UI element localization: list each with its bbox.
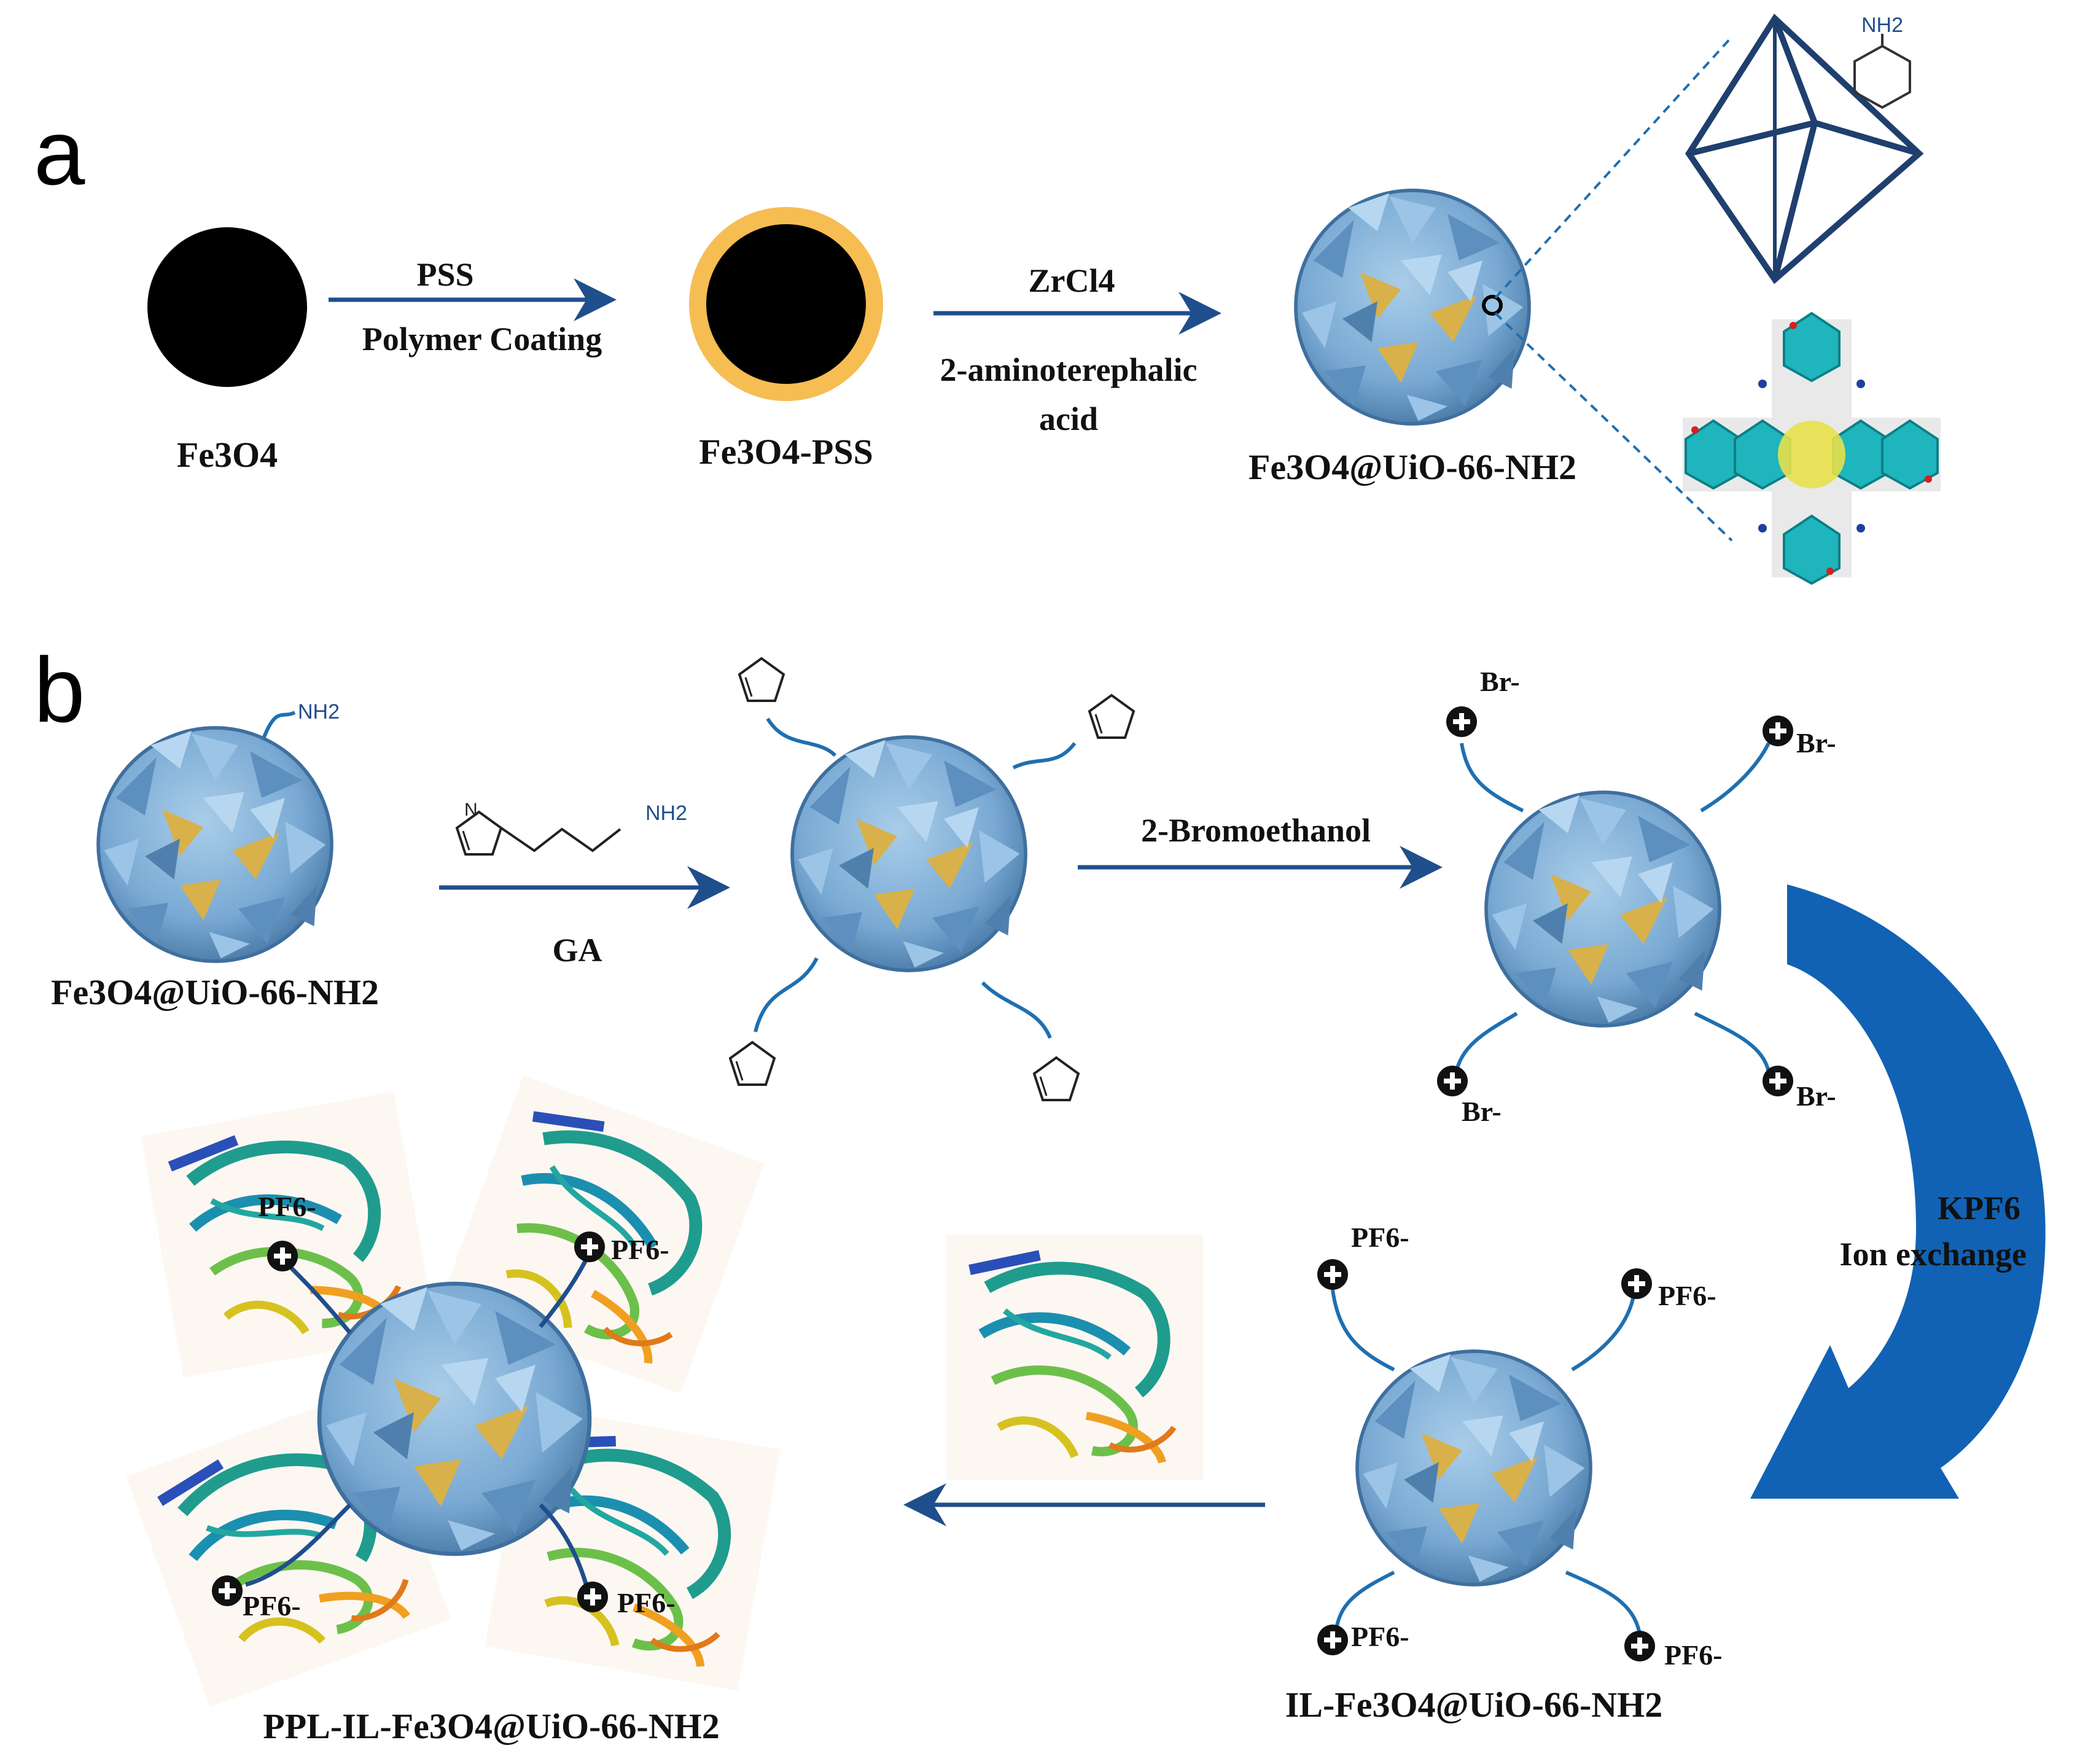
step-bromo-label: 2-Bromoethanol <box>1141 812 1371 849</box>
bromide-ion-1: Br- <box>1480 666 1520 697</box>
panel-label-a: a <box>34 101 85 204</box>
panel-label-b: b <box>34 638 85 741</box>
pf6-ion-7: PF6- <box>243 1590 301 1622</box>
aminopropyl-imidazole-structure <box>456 811 621 856</box>
pss-core <box>706 224 866 384</box>
ppl-product-label: PPL-IL-Fe3O4@UiO-66-NH2 <box>263 1706 719 1746</box>
fe3o4-pss-label: Fe3O4-PSS <box>699 432 873 472</box>
amine-tether <box>262 711 296 738</box>
step2-reagent: ZrCl4 <box>1029 262 1115 299</box>
pf6-ion-8: PF6- <box>617 1587 676 1618</box>
mof-particle-imidazole <box>792 737 1026 970</box>
cation-plus-5 <box>1317 1259 1348 1290</box>
cation-plus-3 <box>1437 1066 1468 1096</box>
mof-particle-bromide <box>1486 792 1720 1026</box>
fe3o4-label: Fe3O4 <box>177 435 278 475</box>
pf6-ion-2: PF6- <box>1658 1280 1716 1311</box>
imidazole-ring-2 <box>1088 694 1135 739</box>
octahedron-linker-diagram <box>1685 14 1924 284</box>
pf6-ion-5: PF6- <box>258 1191 316 1222</box>
bromide-ion-2: Br- <box>1796 727 1836 759</box>
fe3o4-core <box>147 227 307 387</box>
ion-exchange-curved-arrow <box>1750 884 2046 1499</box>
start-amine-label: NH2 <box>298 700 340 724</box>
mof-particle-start <box>98 728 332 961</box>
imidazole-tethers <box>754 717 1077 1039</box>
cation-plus-2 <box>1763 716 1793 746</box>
cation-plus-6 <box>1621 1268 1652 1299</box>
ion-exchange-reagent: KPF6 <box>1938 1190 2020 1227</box>
mof-label-a: Fe3O4@UiO-66-NH2 <box>1249 447 1576 487</box>
cation-plus-8 <box>1624 1631 1655 1661</box>
zoom-line-bottom <box>1494 312 1733 542</box>
zoom-marker <box>1482 295 1503 316</box>
uio66-crystal-structure <box>1683 311 1941 585</box>
ion-exchange-label: Ion exchange <box>1839 1236 2027 1273</box>
mof-particle-pf6 <box>1357 1351 1591 1585</box>
ppl-lipase-structure <box>946 1235 1203 1480</box>
step2-linker-line1: 2-aminoterephalic <box>940 351 1198 388</box>
cation-plus-1 <box>1446 706 1477 737</box>
cation-plus-10 <box>574 1231 605 1262</box>
imidazole-ring-3 <box>729 1041 776 1086</box>
pf6-tethers <box>1331 1289 1642 1634</box>
bromide-tethers <box>1454 742 1771 1075</box>
bromide-ion-3: Br- <box>1462 1096 1502 1127</box>
imidazole-ring-1 <box>738 657 785 702</box>
pf6-ion-1: PF6- <box>1351 1222 1409 1253</box>
mof-particle-a <box>1296 190 1529 424</box>
step-ga-label: GA <box>553 932 602 969</box>
step1-process: Polymer Coating <box>362 321 602 357</box>
linker-amine-label: NH2 <box>1861 14 1903 37</box>
reagent-amine-label: NH2 <box>645 802 687 825</box>
cation-plus-11 <box>212 1575 243 1606</box>
reagent-atom-label: N <box>464 800 478 820</box>
cation-plus-12 <box>577 1582 608 1612</box>
cation-plus-9 <box>267 1241 298 1271</box>
step2-linker-line2: acid <box>1039 400 1098 437</box>
start-material-label: Fe3O4@UiO-66-NH2 <box>51 972 379 1012</box>
bromide-ion-4: Br- <box>1796 1080 1836 1112</box>
cation-plus-7 <box>1317 1625 1348 1655</box>
step1-reagent: PSS <box>416 256 473 293</box>
pf6-ion-3: PF6- <box>1351 1621 1409 1652</box>
imidazole-ring-4 <box>1033 1056 1080 1101</box>
cation-plus-4 <box>1763 1066 1793 1096</box>
il-product-label: IL-Fe3O4@UiO-66-NH2 <box>1285 1685 1663 1725</box>
pf6-ion-6: PF6- <box>611 1234 669 1265</box>
pf6-ion-4: PF6- <box>1664 1639 1723 1671</box>
